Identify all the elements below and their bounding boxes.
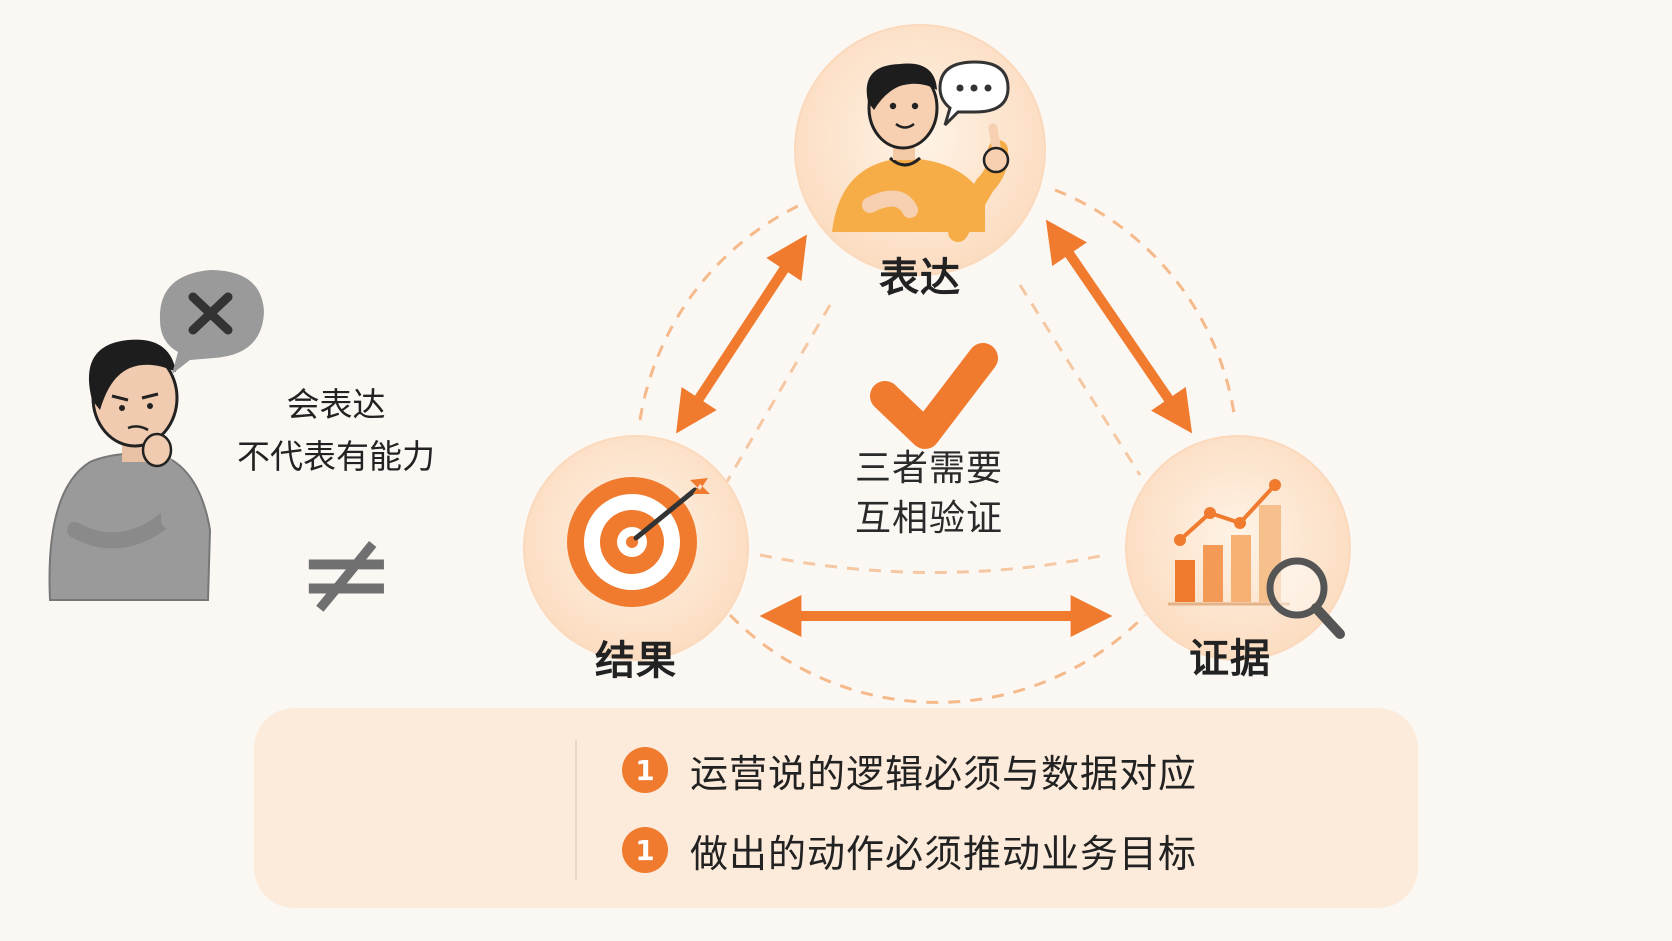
panel-divider bbox=[575, 740, 577, 880]
number-badge: 1 bbox=[622, 827, 668, 873]
key-point-1: 1 运营说的逻辑必须与数据对应 bbox=[622, 740, 1197, 800]
node-label-result: 结果 bbox=[595, 638, 677, 684]
number-badge: 1 bbox=[622, 747, 668, 793]
center-line-2: 互相验证 bbox=[854, 498, 1003, 539]
key-point-text: 运营说的逻辑必须与数据对应 bbox=[690, 751, 1198, 796]
statement-line-1: 会表达 bbox=[286, 385, 386, 424]
check-icon bbox=[870, 343, 998, 449]
not-equal-symbol: ≠ bbox=[296, 504, 397, 643]
growth-chart-illustration bbox=[1168, 479, 1345, 639]
target-illustration bbox=[567, 477, 710, 607]
node-label-expression: 表达 bbox=[879, 255, 961, 301]
key-point-text: 做出的动作必须推动业务目标 bbox=[690, 831, 1198, 876]
key-point-2: 1 做出的动作必须推动业务目标 bbox=[622, 820, 1197, 880]
arrows bbox=[676, 219, 1193, 637]
doubtful-man-illustration bbox=[48, 270, 264, 601]
node-label-evidence: 证据 bbox=[1189, 636, 1271, 682]
key-points-panel bbox=[254, 708, 1418, 908]
statement-line-2: 不代表有能力 bbox=[237, 437, 435, 476]
center-line-1: 三者需要 bbox=[854, 448, 1003, 489]
arrow-expression-evidence bbox=[1045, 219, 1193, 434]
presenter-illustration bbox=[832, 60, 1010, 242]
arrow-expression-result bbox=[676, 234, 807, 434]
